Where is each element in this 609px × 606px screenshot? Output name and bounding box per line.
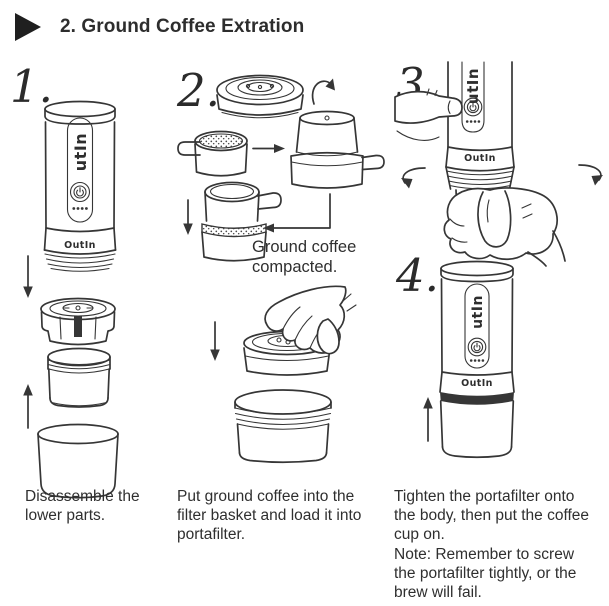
indicator-dots [469,359,485,362]
arrow-down-icon [23,255,33,298]
scoop-loading-portafilter [201,181,282,262]
step-4-illustration: utIn OutIn [423,260,515,459]
brand-logo-vertical: utIn [470,295,486,329]
rotate-arrow-right-icon [578,164,603,186]
arrow-down-icon [183,199,193,235]
power-button-icon [69,181,91,203]
step-2-illustration [177,74,385,464]
rotate-arrow-icon [311,78,335,105]
coffee-scoop [177,130,248,177]
rotate-arrow-left-icon [401,167,426,189]
bullet-triangle-icon [15,13,41,41]
hand-holding-basket [243,285,357,376]
step-2-caption: Put ground coffee into the filter basket… [177,488,362,544]
coffee-cup-part [37,423,119,499]
arrow-up-icon [423,397,433,442]
brand-logo-band: OutIn [464,153,496,164]
power-button-icon [467,337,487,357]
step-3-illustration: utIn OutIn [394,61,603,267]
left-hand [394,88,463,141]
step-1-caption: Disassemble the lower parts. [25,488,140,525]
indicator-dots [72,207,88,210]
tamper-on-basket [290,110,385,189]
arrow-up-icon [23,384,33,429]
brand-logo-band: OutIn [64,240,96,251]
elbow-arrow-icon [263,193,331,233]
step-4-number: 4. [396,249,439,302]
brand-logo-band: OutIn [461,378,493,389]
espresso-maker-body: utIn OutIn [43,100,117,272]
step-2-number: 2. [177,64,220,117]
step-2-annotation: Ground coffee compacted. [252,238,357,276]
step-1-illustration: utIn OutIn [23,100,119,499]
right-hand [443,187,566,267]
page-title: 2. Ground Coffee Extration [60,16,305,37]
assembled-device: utIn OutIn [439,260,515,459]
brand-logo-vertical: utIn [71,133,90,171]
arrow-right-icon [252,144,285,153]
filter-basket-part [47,347,111,408]
arrow-down-icon-2 [210,321,220,361]
indicator-dots [465,120,481,123]
step-1-number: 1. [10,60,53,113]
brand-logo-vertical: utIn [464,68,482,104]
portafilter-top-view [216,74,304,119]
loaded-portafilter [234,389,332,464]
espresso-maker-body: utIn OutIn [445,61,515,226]
portafilter-part [40,297,116,346]
step-3-4-caption: Tighten the portafilter onto the body, t… [394,488,590,602]
power-button-icon [463,97,483,117]
